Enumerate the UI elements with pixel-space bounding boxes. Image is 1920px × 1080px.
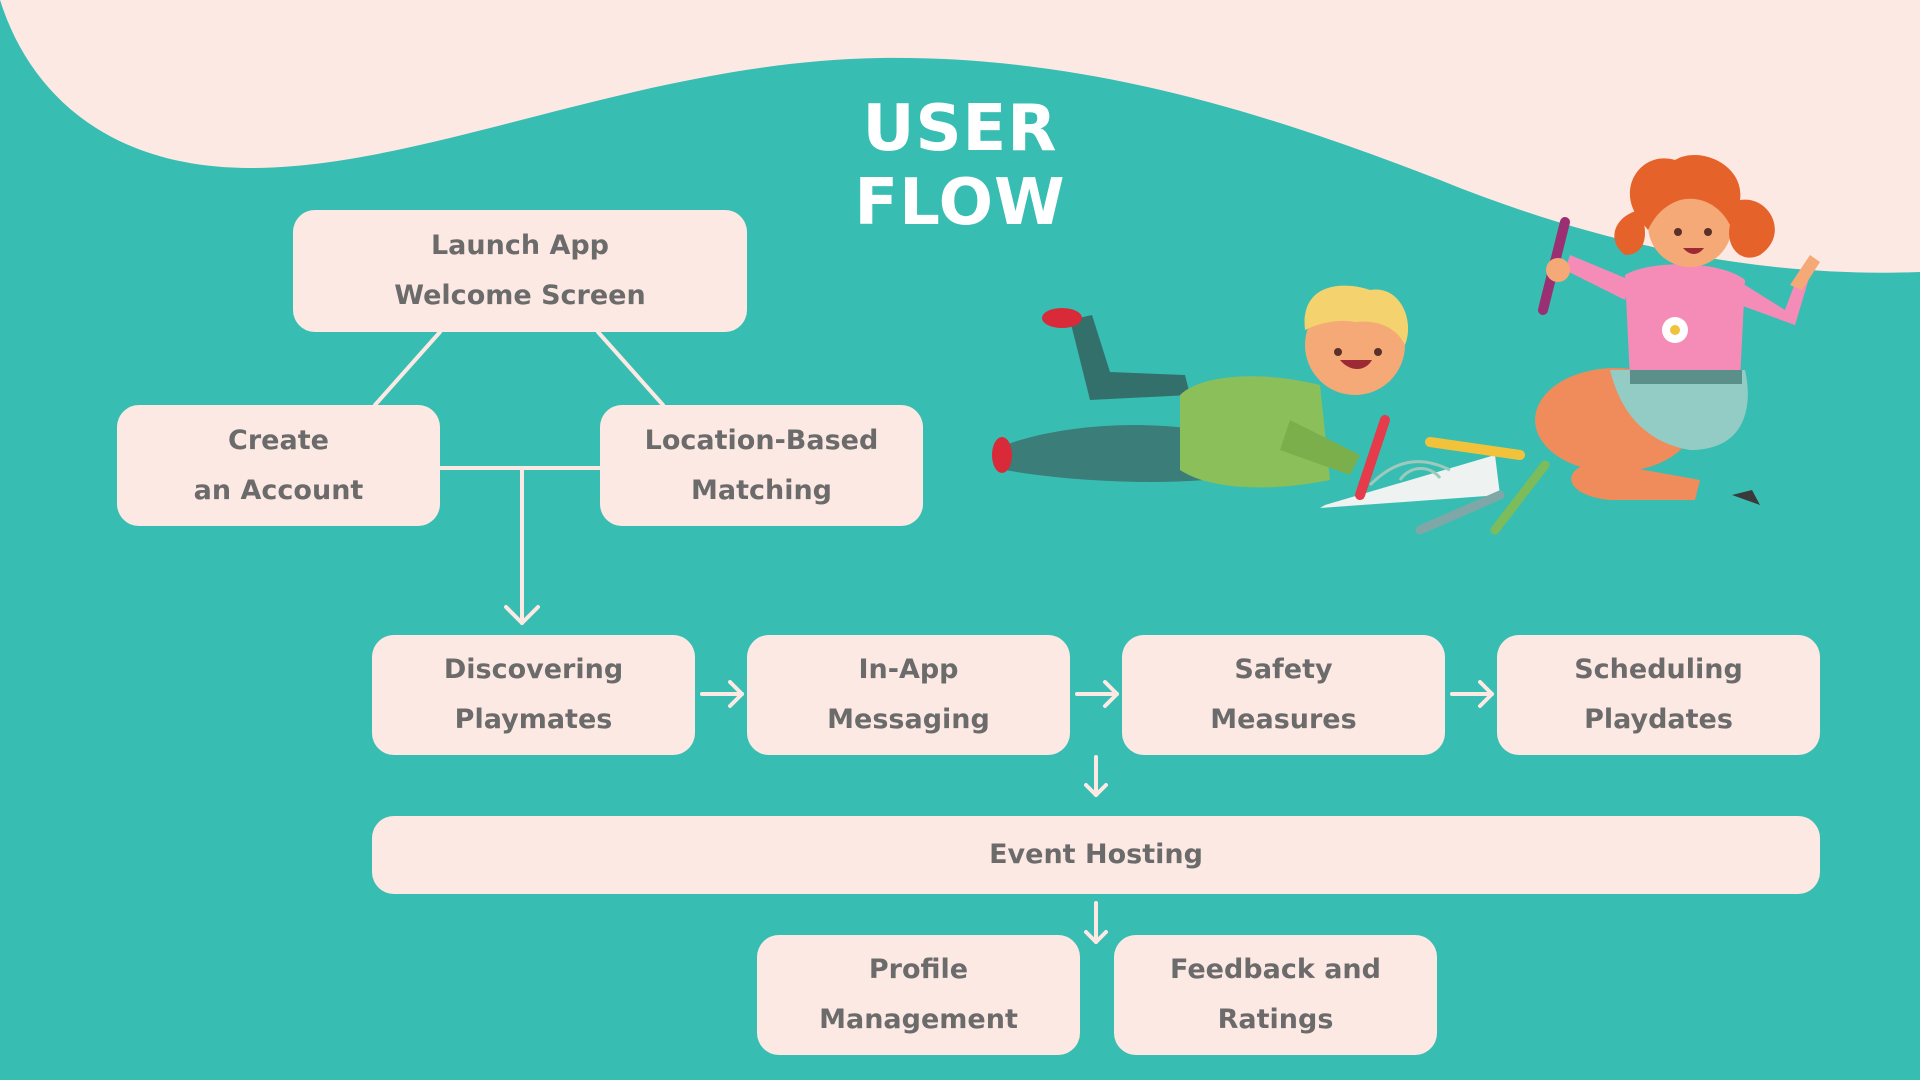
node-event-hosting: Event Hosting <box>372 816 1820 894</box>
connector-launch-location <box>596 330 665 407</box>
boy-drawing-icon <box>992 285 1409 488</box>
node-label: Profile <box>868 954 969 985</box>
node-label: Welcome Screen <box>394 280 646 311</box>
pencils-icon <box>1355 415 1550 535</box>
node-label: Measures <box>1210 704 1357 735</box>
node-label: Feedback and <box>1170 954 1381 985</box>
node-label: Playmates <box>454 704 613 735</box>
girl-with-pencil-icon <box>1535 154 1820 505</box>
node-label: Matching <box>690 474 833 506</box>
node-label: Management <box>819 1004 1018 1035</box>
page-title: USER FLOW <box>854 92 1066 240</box>
node-label: Launch App <box>430 230 610 261</box>
node-label: Scheduling <box>1574 654 1743 685</box>
node-safety-measures: Safety Measures <box>1122 635 1445 755</box>
node-create-account: Create an Account <box>117 405 440 526</box>
node-discovering-playmates: Discovering Playmates <box>372 635 695 755</box>
connector-launch-create <box>373 330 442 407</box>
node-label: Ratings <box>1217 1004 1334 1035</box>
node-launch-app: Launch App Welcome Screen <box>293 210 747 332</box>
node-label: Safety <box>1234 654 1333 685</box>
node-label: In-App <box>858 654 959 685</box>
node-label: Location-Based <box>644 424 879 456</box>
node-label: Playdates <box>1584 704 1733 735</box>
arrowhead-discovering <box>504 605 540 625</box>
node-label: Messaging <box>827 704 990 735</box>
top-wave-shape <box>0 0 1920 273</box>
node-profile-management: Profile Management <box>757 935 1080 1055</box>
node-in-app-messaging: In-App Messaging <box>747 635 1070 755</box>
node-location-matching: Location-Based Matching <box>600 405 923 526</box>
node-scheduling-playdates: Scheduling Playdates <box>1497 635 1820 755</box>
node-label: Event Hosting <box>989 839 1203 870</box>
node-label: Create <box>228 424 329 456</box>
node-label: an Account <box>193 474 364 506</box>
node-label: Discovering <box>443 654 624 685</box>
node-feedback-ratings: Feedback and Ratings <box>1114 935 1437 1055</box>
